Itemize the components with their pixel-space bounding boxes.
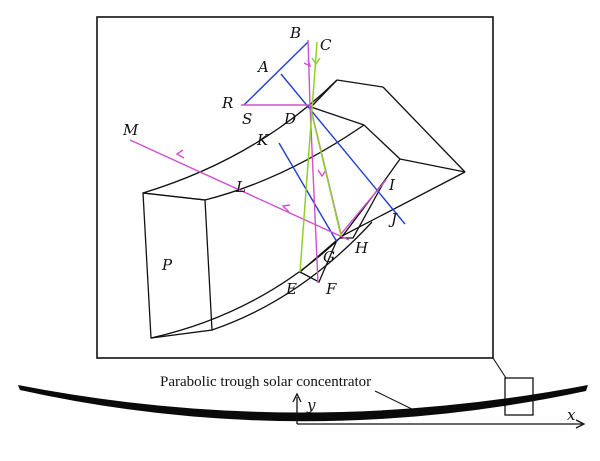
detail-frame <box>96 16 494 359</box>
label-C: C <box>320 36 332 54</box>
triangle-EFG <box>298 239 338 283</box>
outer-arc-top <box>142 79 338 194</box>
label-G: G <box>323 248 335 266</box>
right-corner <box>384 158 401 181</box>
top-diag <box>310 79 338 108</box>
inner-arc-bottom <box>211 221 373 331</box>
green-rays <box>299 41 342 273</box>
right-inner-edge <box>399 158 466 173</box>
green-ray-CE <box>299 41 318 273</box>
far-top-edge <box>336 79 384 88</box>
label-H: H <box>354 239 369 257</box>
label-S: S <box>242 110 252 128</box>
caption: Parabolic trough solar concentrator <box>160 374 371 390</box>
triangle-IJH <box>339 179 386 239</box>
parabolic-trough <box>18 385 588 422</box>
label-P: P <box>161 256 173 274</box>
x-axis-arrow <box>575 419 586 429</box>
label-M: M <box>122 121 139 139</box>
label-I: I <box>388 176 396 194</box>
blue-ray-BA <box>243 41 309 106</box>
green-ray-2 <box>310 109 342 237</box>
magenta-M-ray <box>129 139 350 241</box>
x-axis-label: x <box>567 406 576 424</box>
magenta-up <box>307 39 311 106</box>
absorber-wedge <box>142 79 466 339</box>
top-diag-2 <box>310 106 365 126</box>
blue-ray-K <box>278 142 338 243</box>
magenta-arrow-2 <box>317 169 327 178</box>
label-R: R <box>221 94 233 112</box>
inner-arc-top <box>204 124 365 201</box>
label-A: A <box>256 58 269 76</box>
front-top <box>142 192 206 201</box>
label-B: B <box>289 24 301 42</box>
label-F: F <box>325 280 337 298</box>
label-L: L <box>235 178 246 196</box>
label-K: K <box>256 131 269 149</box>
magenta-down-2 <box>309 104 319 284</box>
label-D: D <box>283 110 296 128</box>
green-arrow <box>311 57 321 66</box>
outer-arc-bottom <box>150 235 343 339</box>
label-J: J <box>388 210 398 228</box>
blue-rays <box>243 41 406 243</box>
magenta-arrow-4 <box>281 204 291 213</box>
magenta-to-I <box>340 179 387 235</box>
blue-ray-long <box>280 73 406 225</box>
caption-leader <box>374 390 419 413</box>
far-right-edge <box>382 86 466 173</box>
magenta-arrow-3 <box>175 149 185 159</box>
y-axis-label: y <box>306 396 316 414</box>
callout-line <box>492 357 507 379</box>
y-axis-arrow <box>292 392 302 403</box>
right-connect <box>363 124 401 160</box>
label-E: E <box>285 280 297 298</box>
bottom-right-edge <box>341 171 466 237</box>
magenta-arrow-1 <box>303 59 312 68</box>
front-face <box>142 192 213 339</box>
